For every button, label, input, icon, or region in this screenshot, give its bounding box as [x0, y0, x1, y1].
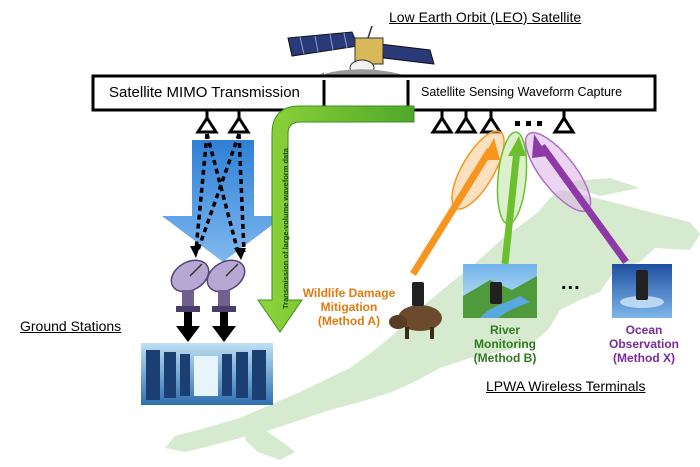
lpwa-terminals-label: LPWA Wireless Terminals — [486, 378, 646, 394]
method-b-line1: River — [489, 323, 521, 337]
boar-icon — [389, 282, 442, 339]
mimo-transmission-label: Satellite MIMO Transmission — [109, 84, 300, 101]
method-x-line2: Observation — [608, 337, 680, 351]
mimo-antenna-icons — [195, 110, 251, 134]
satellite-label: Low Earth Orbit (LEO) Satellite — [389, 9, 582, 25]
method-x-line1: Ocean — [625, 323, 663, 337]
waveform-capture-label: Satellite Sensing Waveform Capture — [421, 85, 623, 99]
ellipsis-label: ... — [561, 272, 581, 294]
method-a-label: Wildlife Damage Mitigation (Method A) — [296, 286, 402, 328]
river-image — [463, 264, 537, 318]
transmission-bar — [91, 74, 657, 112]
method-b-line3: (Method B) — [473, 351, 537, 365]
method-x-label: Ocean Observation (Method X) — [598, 323, 690, 365]
method-a-line1: Wildlife Damage — [302, 286, 396, 300]
method-a-line3: (Method A) — [317, 314, 381, 328]
backhaul-arrow — [257, 105, 415, 333]
method-b-label: River Monitoring (Method B) — [463, 323, 547, 365]
data-center-image — [141, 343, 273, 405]
satellite-dish-icons — [170, 259, 246, 312]
method-b-line2: Monitoring — [474, 337, 536, 351]
method-a-line2: Mitigation — [320, 300, 378, 314]
satellite-icon — [287, 25, 435, 77]
capture-antenna-icons — [430, 110, 576, 134]
ocean-image — [612, 264, 672, 318]
ground-stations-label: Ground Stations — [20, 318, 122, 334]
method-x-line3: (Method X) — [613, 351, 675, 365]
backhaul-label: Transmission of large-volume waveform da… — [281, 148, 290, 309]
mimo-downlink-arrow — [162, 140, 284, 262]
